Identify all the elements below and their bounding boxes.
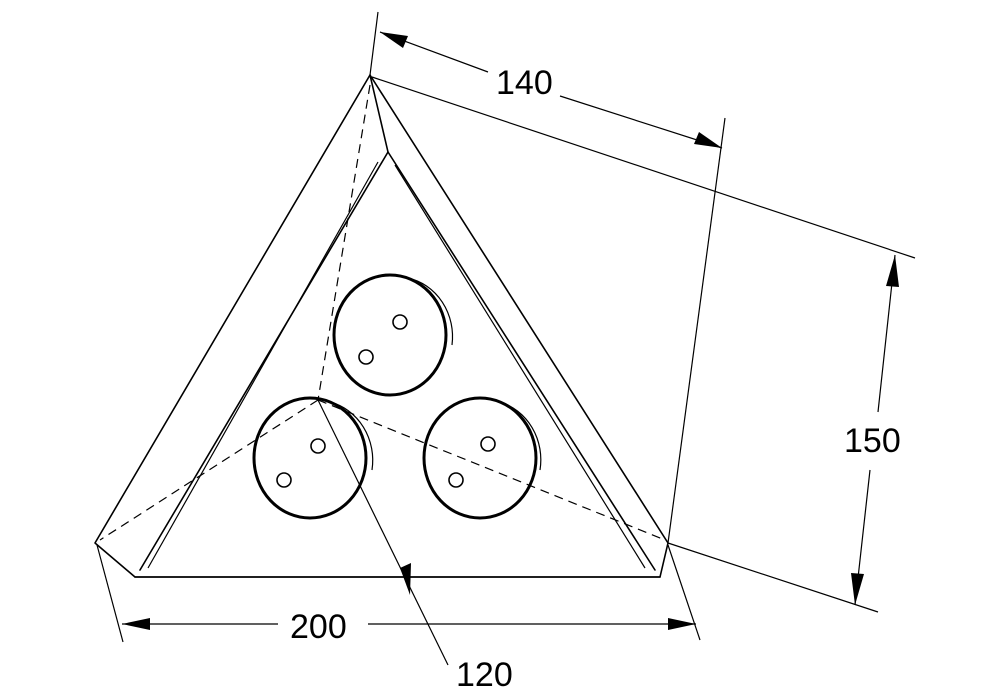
hidden-edge-apex	[317, 84, 371, 401]
socket-rim	[252, 396, 368, 520]
dimension-label-140: 140	[496, 64, 553, 102]
socket-pin-hole	[480, 436, 496, 452]
inner-edge-right	[394, 164, 646, 569]
inner-edge-left	[147, 161, 379, 569]
socket-rim-shadow	[329, 401, 374, 471]
extension-line	[369, 11, 379, 76]
extension-line	[96, 544, 124, 643]
socket-pin-hole	[392, 314, 408, 330]
arrowhead	[668, 618, 696, 630]
arrowhead	[380, 32, 408, 48]
socket-rim	[422, 396, 538, 520]
arrowhead	[122, 618, 150, 630]
inner-bevel-left	[139, 74, 389, 571]
leader-line	[317, 399, 449, 666]
extension-line	[667, 117, 726, 544]
inner-bevel-right	[387, 151, 656, 571]
dimension-150: 150	[371, 76, 916, 613]
socket-right	[422, 396, 542, 520]
hidden-edge-right	[317, 399, 666, 541]
triangular-housing	[94, 74, 669, 578]
arrowhead	[851, 573, 864, 605]
socket-pin-hole	[276, 472, 292, 488]
arrowhead	[694, 132, 722, 148]
hidden-edge-left	[99, 399, 319, 541]
extension-line	[371, 76, 916, 259]
dimension-140: 140	[369, 11, 726, 544]
socket-pin-hole	[310, 438, 326, 454]
dimension-label-120: 120	[456, 656, 513, 694]
hidden-edges	[99, 84, 666, 541]
socket-rim	[332, 273, 448, 397]
dimension-200: 200	[96, 544, 701, 646]
arrowhead	[400, 563, 411, 595]
socket-pin-hole	[358, 349, 374, 365]
socket-rim-shadow	[407, 277, 454, 346]
extension-line	[667, 542, 879, 613]
dimension-label-150: 150	[844, 422, 901, 460]
dimension-line	[559, 95, 723, 149]
socket-rim-shadow	[499, 401, 542, 471]
dimension-120: 120	[317, 399, 513, 694]
socket-pin-hole	[448, 472, 464, 488]
arrowhead	[886, 255, 899, 287]
socket-top	[332, 273, 454, 397]
dimension-label-200: 200	[290, 608, 347, 646]
socket-left	[252, 396, 374, 520]
